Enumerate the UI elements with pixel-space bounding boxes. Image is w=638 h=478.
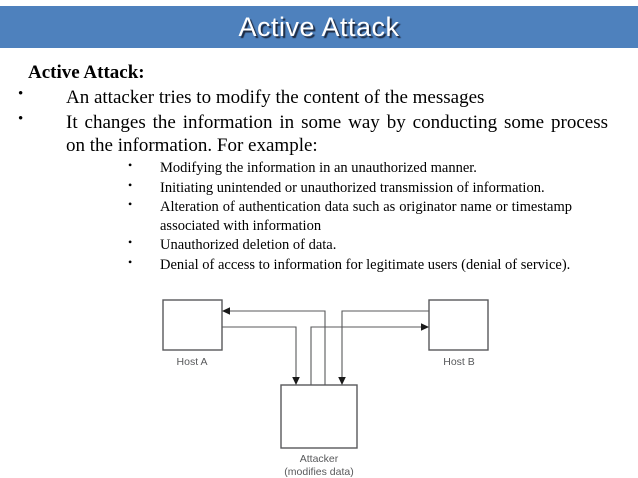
host-a-label: Host A xyxy=(177,356,208,368)
page-title: Active Attack xyxy=(238,11,400,42)
sub-bullet-text: Modifying the information in an unauthor… xyxy=(160,159,477,176)
connector-hosta-to-attacker xyxy=(222,326,297,380)
sub-bullet-item: Unauthorized deletion of data. xyxy=(66,235,608,254)
arrowhead-into-attacker-left xyxy=(292,377,300,385)
sub-bullet-item: Modifying the information in an unauthor… xyxy=(66,158,608,177)
arrowhead-into-hosta xyxy=(222,307,230,315)
sub-bullet-text: Alteration of authentication data such a… xyxy=(160,199,572,234)
sub-bullet-item: Initiating unintended or unauthorized tr… xyxy=(66,178,608,197)
connector-attacker-to-hosta xyxy=(228,310,326,385)
host-b-label: Host B xyxy=(443,356,475,368)
bullet-list-level1: An attacker tries to modify the content … xyxy=(0,85,638,275)
arrowhead-into-attacker-right xyxy=(338,377,346,385)
attacker-box xyxy=(280,384,358,449)
attacker-label: Attacker xyxy=(300,453,339,465)
sub-bullet-item: Denial of access to information for legi… xyxy=(66,255,608,274)
connector-hostb-to-attacker xyxy=(341,310,429,380)
sub-bullet-text: Initiating unintended or unauthorized tr… xyxy=(160,179,545,196)
bullet-list-level2: Modifying the information in an unauthor… xyxy=(66,158,608,275)
connector-attacker-to-hostb xyxy=(310,326,423,385)
slide-body: Active Attack: An attacker tries to modi… xyxy=(0,56,638,276)
sub-bullet-text: Unauthorized deletion of data. xyxy=(160,237,337,254)
section-heading: Active Attack: xyxy=(28,62,145,83)
bullet-item: An attacker tries to modify the content … xyxy=(0,85,638,109)
bullet-text: It changes the information in some way b… xyxy=(66,111,608,156)
bullet-item: It changes the information in some way b… xyxy=(0,110,638,275)
arrowhead-into-hostb xyxy=(421,323,429,331)
slide-title-banner: Active Attack xyxy=(0,6,638,48)
active-attack-diagram: Host A Host B Attacker (modifies data) xyxy=(0,292,638,478)
bullet-text: An attacker tries to modify the content … xyxy=(66,87,485,109)
host-b-box xyxy=(428,299,489,351)
host-a-box xyxy=(162,299,223,351)
attacker-sublabel: (modifies data) xyxy=(284,466,353,478)
sub-bullet-item: Alteration of authentication data such a… xyxy=(66,197,608,235)
sub-bullet-text: Denial of access to information for legi… xyxy=(160,257,571,274)
